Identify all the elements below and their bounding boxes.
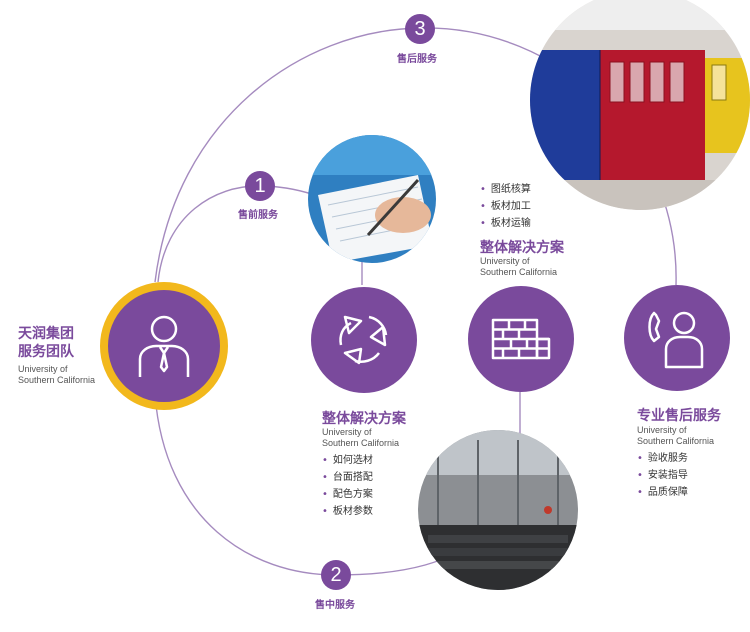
solution-right-subtitle: University of Southern California <box>480 256 558 277</box>
team-title-line1: 天润集团 <box>18 326 74 342</box>
solution-left-title: 整体解决方案 <box>322 411 406 427</box>
solution-right-title: 整体解决方案 <box>480 240 564 256</box>
stage-1-label: 售前服务 <box>238 210 278 221</box>
solution-right-list: 图纸核算 板材加工 板材运输 <box>480 181 531 232</box>
solution-left-list: 如何选材 台面搭配 配色方案 板材参数 <box>322 452 373 520</box>
contract-photo <box>308 135 436 263</box>
list-item: 品质保障 <box>637 484 688 501</box>
stage-3-label: 售后服务 <box>397 54 437 65</box>
cabinets-photo <box>530 0 750 210</box>
stage-2-label: 售中服务 <box>315 600 355 611</box>
solution-right-circle <box>468 286 574 392</box>
factory-photo <box>418 430 578 590</box>
list-item: 台面搭配 <box>322 469 373 486</box>
team-circle <box>100 282 228 410</box>
stage-1-badge: 1 <box>245 171 275 201</box>
list-item: 如何选材 <box>322 452 373 469</box>
list-item: 板材加工 <box>480 198 531 215</box>
list-item: 安装指导 <box>637 467 688 484</box>
phone-person-icon <box>648 311 704 369</box>
list-item: 板材参数 <box>322 503 373 520</box>
stage-2-badge: 2 <box>321 560 351 590</box>
person-tie-icon <box>138 315 190 377</box>
stage-3-badge: 3 <box>405 14 435 44</box>
team-title-line2: 服务团队 <box>18 344 74 360</box>
after-sales-subtitle: University of Southern California <box>637 425 715 446</box>
list-item: 验收服务 <box>637 450 688 467</box>
after-sales-list: 验收服务 安装指导 品质保障 <box>637 450 688 501</box>
list-item: 板材运输 <box>480 215 531 232</box>
solution-left-subtitle: University of Southern California <box>322 427 400 448</box>
team-subtitle: University of Southern California <box>18 364 96 385</box>
list-item: 配色方案 <box>322 486 373 503</box>
recycle-arrows-icon <box>339 315 388 365</box>
solution-left-circle <box>311 287 417 393</box>
list-item: 图纸核算 <box>480 181 531 198</box>
brick-wall-icon <box>491 318 551 360</box>
after-sales-circle <box>624 285 730 391</box>
after-sales-title: 专业售后服务 <box>637 408 721 424</box>
